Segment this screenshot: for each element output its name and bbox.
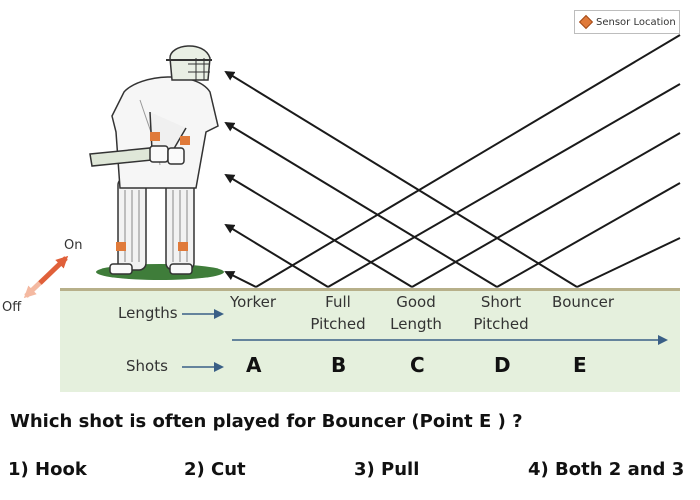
batsman-illustration (89, 45, 224, 280)
trajectory-bounce-bouncer (224, 70, 578, 288)
lengths-row-label: Lengths (118, 304, 178, 322)
ground-line (60, 288, 680, 291)
option-2[interactable]: 2) Cut (184, 459, 246, 480)
sensor-location-marker-icon (578, 14, 594, 30)
trajectory-incoming-full (327, 83, 681, 288)
trajectory-incoming-yorker (255, 34, 681, 288)
shot-letter-a: A (246, 353, 262, 377)
length-label-bouncer: Bouncer (551, 293, 615, 311)
trajectory-bounce-good (224, 173, 413, 288)
on-direction-arrow (38, 255, 69, 285)
shots-row-label: Shots (126, 357, 168, 375)
option-4[interactable]: 4) Both 2 and 3 (528, 459, 685, 480)
diagram-canvas (23, 34, 681, 392)
legend-label: Sensor Location (596, 16, 676, 28)
shot-letter-d: D (494, 353, 511, 377)
shot-letter-b: B (331, 353, 347, 377)
shot-letter-c: C (410, 353, 425, 377)
trajectory-lines (224, 34, 681, 288)
trajectory-incoming-short (496, 182, 681, 288)
trajectory-incoming-bouncer (576, 237, 681, 288)
trajectory-bounce-short (224, 121, 498, 288)
question-text: Which shot is often played for Bouncer (… (10, 411, 523, 432)
length-label-yorker: Yorker (229, 293, 277, 311)
trajectory-bounce-yorker (224, 271, 257, 288)
legend: Sensor Location (574, 10, 680, 34)
off-label: Off (2, 300, 22, 315)
trajectory-bounce-full (224, 223, 329, 288)
on-label: On (64, 238, 83, 253)
option-3[interactable]: 3) Pull (354, 459, 420, 480)
trajectory-incoming-good (411, 132, 681, 288)
option-1[interactable]: 1) Hook (8, 459, 87, 480)
shot-letter-e: E (573, 353, 587, 377)
